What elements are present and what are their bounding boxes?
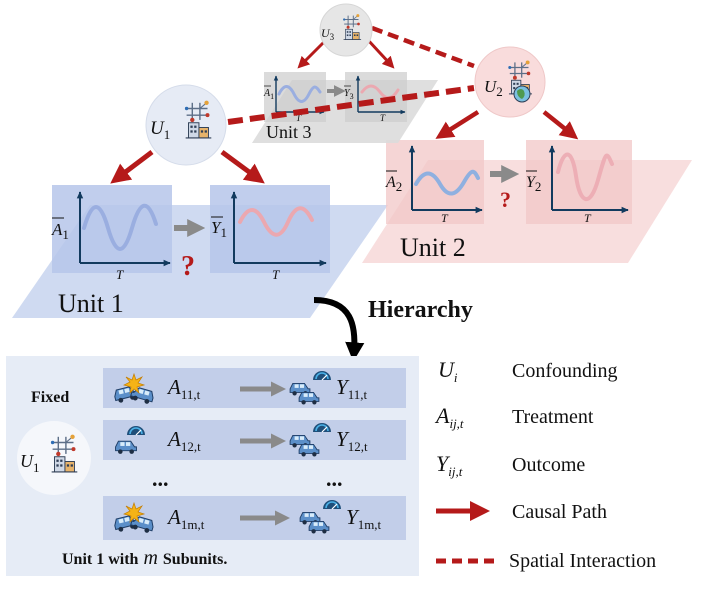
subunit-panel: Fixed U1 A11,t Y11,t A12,t Y12,t ... ...… [6,356,419,576]
unit2-treatment-symbol: A2 [385,174,402,194]
causal-arrow-u1-treatment [110,150,154,184]
unit1-outcome-symbol: Y1 [211,218,227,240]
legend-treatment-label: Treatment [512,406,594,428]
node-u1: U1 [145,84,227,166]
node-u3-symbol: U3 [321,26,335,42]
unit3-outcome-axis-label: T [380,113,386,123]
node-u2-symbol: U2 [484,77,503,99]
causal-arrow-u3-treatment [297,38,328,69]
subunit-fixed-label: Fixed [31,389,69,406]
unit1-label: Unit 1 [58,289,124,318]
subunit-node-u1 [17,421,91,495]
legend-outcome-label: Outcome [512,454,585,476]
subunit-ellipsis-left: ... [152,466,169,491]
causal-arrow-u2-treatment [435,110,480,139]
unit1-outcome-axis-label: T [272,267,280,282]
unit1-group: A1 T Y1 T ? Unit 1 [12,185,388,318]
unit1-treatment-panel [52,185,172,273]
globe-icon [513,85,531,103]
hierarchy-arrow [313,297,365,362]
subunit-row-m-treatment: A1m,t [166,505,205,532]
unit2-outcome-axis-label: T [584,211,592,225]
unit2-group: A2 T Y2 T ? Unit 2 [362,140,692,263]
unit2-label: Unit 2 [400,233,466,262]
unit2-treatment-axis-label: T [441,211,449,225]
unit3-outcome-panel [345,72,407,122]
unit3-group: A1 T Y3 T Unit 3 [252,72,438,143]
subunit-node-symbol: U1 [20,451,40,475]
unit1-treatment-symbol: A1 [51,220,69,242]
unit3-treatment-wave [277,85,322,103]
unit3-treatment-symbol: A1 [263,88,274,101]
legend: Ui Confounding Aij,t Treatment Yij,t Out… [434,357,656,572]
hierarchy-label: Hierarchy [368,297,473,323]
unit3-treatment-axis-label: T [296,113,302,123]
unit3-outcome-wave [360,84,400,100]
spatial-interaction-u3-u2 [371,25,475,69]
node-u1-symbol: U1 [150,118,170,142]
subunit-row-1-outcome: Y11,t [336,375,367,402]
causal-arrow-u3-outcome [366,38,395,69]
unit2-outcome-wave [556,152,614,202]
unit3-outcome-symbol: Y3 [344,88,354,101]
legend-outcome-symbol: Yij,t [436,451,463,479]
causal-arrow-u1-outcome [220,149,265,184]
unit3-label: Unit 3 [266,122,312,142]
unit1-treatment-axis-label: T [116,267,124,282]
subunit-ellipsis-right: ... [326,466,343,491]
legend-confounding-symbol: Ui [438,357,458,385]
unit1-question-mark: ? [181,251,195,282]
spatial-interaction-u1-u2 [227,85,475,125]
unit2-question-mark: ? [500,187,511,212]
unit1-outcome-wave [238,206,314,237]
legend-treatment-symbol: Aij,t [434,403,464,431]
unit2-treatment-wave [414,169,480,196]
subunit-row-m-outcome: Y1m,t [346,505,382,532]
subunit-row-2-outcome: Y12,t [336,427,368,454]
causal-arrow-u2-outcome [542,110,579,140]
legend-confounding-label: Confounding [512,360,618,382]
node-u3: U3 [319,3,373,57]
legend-spatial-label: Spatial Interaction [509,550,656,572]
subunit-row-1-treatment: A11,t [166,375,201,402]
node-u2: U2 [474,46,546,118]
subunit-row-2-treatment: A12,t [166,427,201,454]
unit1-treatment-wave [82,203,158,251]
unit2-outcome-symbol: Y2 [526,174,541,194]
legend-causal-label: Causal Path [512,501,607,523]
